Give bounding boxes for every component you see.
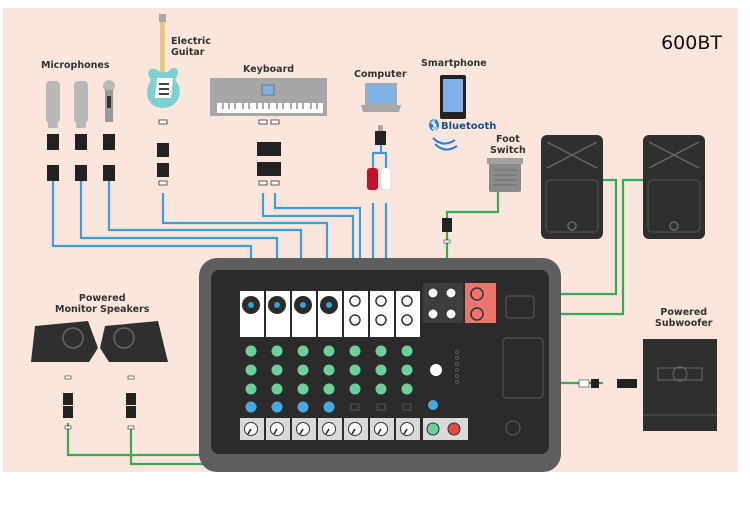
channel-4-eq-knob-1[interactable]	[323, 345, 335, 357]
microphone-2-icon	[74, 81, 88, 181]
foot-switch-label: Foot Switch	[490, 134, 526, 156]
rca-red-plug	[367, 168, 378, 190]
power-inlet	[505, 295, 535, 319]
channel-5-jack-a[interactable]	[349, 295, 361, 307]
channel-6-jack-b[interactable]	[375, 314, 387, 326]
channel-5-button[interactable]	[350, 403, 360, 411]
channel-7-eq-knob-1[interactable]	[401, 345, 413, 357]
footswitch-cable	[445, 191, 500, 290]
channel-6-button[interactable]	[376, 403, 386, 411]
usb-port	[505, 420, 521, 436]
channel-3-eq-knob-1[interactable]	[297, 345, 309, 357]
monitor-speaker-right-icon	[100, 321, 168, 430]
subwoofer-label-line2: Subwoofer	[655, 318, 713, 329]
power-switch-area	[502, 337, 544, 399]
bluetooth-wave-2	[434, 143, 458, 151]
computer-split-left	[371, 143, 383, 170]
jack-aux-1[interactable]	[427, 287, 439, 299]
channel-2-eq-knob-3[interactable]	[271, 383, 283, 395]
electric-guitar-icon	[147, 14, 180, 186]
channel-3-eq-knob-3[interactable]	[297, 383, 309, 395]
channel-4-eq-knob-3[interactable]	[323, 383, 335, 395]
channel-3-fx-knob[interactable]	[297, 401, 309, 413]
microphone-1-icon	[46, 81, 60, 181]
keyboard-icon	[210, 78, 327, 186]
foot-switch-label-line2: Switch	[490, 145, 526, 156]
bluetooth-wave-1	[432, 137, 456, 145]
bluetooth-text: Bluetooth	[441, 121, 496, 132]
foot-switch-label-line1: Foot	[496, 134, 520, 145]
channel-5-eq-knob-1[interactable]	[349, 345, 361, 357]
channel-1-eq-knob-2[interactable]	[245, 364, 257, 376]
channel-2-eq-knob-2[interactable]	[271, 364, 283, 376]
speaker-out-left[interactable]	[470, 287, 484, 301]
jack-footswitch[interactable]	[445, 287, 457, 299]
channel-6-eq-knob-3[interactable]	[375, 383, 387, 395]
model-name: 600BT	[661, 32, 722, 54]
subwoofer-label-line1: Powered	[660, 307, 708, 318]
master-knob-blue[interactable]	[428, 400, 438, 410]
channel-6-eq-knob-2[interactable]	[375, 364, 387, 376]
channel-7-button[interactable]	[402, 403, 412, 411]
diagram-canvas: 600BT Microphones Electric Guitar Keyboa…	[3, 8, 738, 472]
monitor-speakers-label: Powered Monitor Speakers	[55, 293, 149, 315]
electric-guitar-label-line1: Electric	[171, 36, 211, 47]
channel-4-fx-knob[interactable]	[323, 401, 335, 413]
monitor-speakers-label-line1: Powered	[78, 293, 126, 304]
mixer-console	[199, 258, 561, 472]
smartphone-label: Smartphone	[421, 58, 487, 69]
keyboard-left-cable	[261, 193, 355, 290]
channel-1-eq-knob-3[interactable]	[245, 383, 257, 395]
channel-1-fx-knob[interactable]	[245, 401, 257, 413]
subwoofer-icon	[578, 339, 717, 431]
channel-4-eq-knob-2[interactable]	[323, 364, 335, 376]
channel-5-eq-knob-2[interactable]	[349, 364, 361, 376]
channel-7-jack-a[interactable]	[401, 295, 413, 307]
level-meter-leds	[455, 350, 459, 384]
mixer-channels	[240, 291, 420, 440]
guitar-cable	[161, 193, 329, 290]
channel-7-jack-b[interactable]	[401, 314, 413, 326]
jack-monitor-2[interactable]	[445, 308, 457, 320]
subwoofer-label: Powered Subwoofer	[655, 307, 713, 329]
monitor-speakers-label-line2: Monitor Speakers	[55, 304, 150, 315]
smartphone-icon	[440, 75, 466, 119]
channel-6-eq-knob-1[interactable]	[375, 345, 387, 357]
main-speaker-right-icon	[643, 135, 705, 239]
keyboard-keys	[222, 103, 318, 109]
channel-2-fx-knob[interactable]	[271, 401, 283, 413]
laptop-icon	[361, 83, 401, 191]
bluetooth-icon: Bluetooth	[429, 119, 496, 151]
rca-white-plug	[380, 167, 392, 191]
channel-7-eq-knob-3[interactable]	[401, 383, 413, 395]
microphones	[46, 80, 115, 181]
channel-7-eq-knob-2[interactable]	[401, 364, 413, 376]
computer-split-right	[381, 151, 388, 170]
channel-1-eq-knob-1[interactable]	[245, 345, 257, 357]
foot-switch-icon	[442, 158, 523, 244]
channel-6-jack-a[interactable]	[375, 295, 387, 307]
speaker-out-right[interactable]	[470, 307, 484, 321]
computer-label: Computer	[354, 69, 407, 80]
microphone-3-icon	[103, 80, 115, 181]
main-speaker-left-icon	[541, 135, 603, 239]
electric-guitar-label-line2: Guitar	[171, 47, 205, 58]
wiring-diagram: Bluetooth	[31, 14, 717, 472]
microphones-label: Microphones	[41, 60, 110, 71]
channel-3-eq-knob-2[interactable]	[297, 364, 309, 376]
master-fader-red[interactable]	[447, 422, 461, 436]
channel-2-eq-knob-1[interactable]	[271, 345, 283, 357]
master-fader-green[interactable]	[426, 422, 440, 436]
keyboard-label: Keyboard	[243, 64, 295, 75]
electric-guitar-label: Electric Guitar	[171, 36, 211, 58]
jack-monitor-1[interactable]	[427, 308, 439, 320]
channel-5-eq-knob-3[interactable]	[349, 383, 361, 395]
master-knob-white[interactable]	[430, 364, 442, 376]
monitor-speaker-left-icon	[31, 321, 98, 430]
channel-5-jack-b[interactable]	[349, 314, 361, 326]
